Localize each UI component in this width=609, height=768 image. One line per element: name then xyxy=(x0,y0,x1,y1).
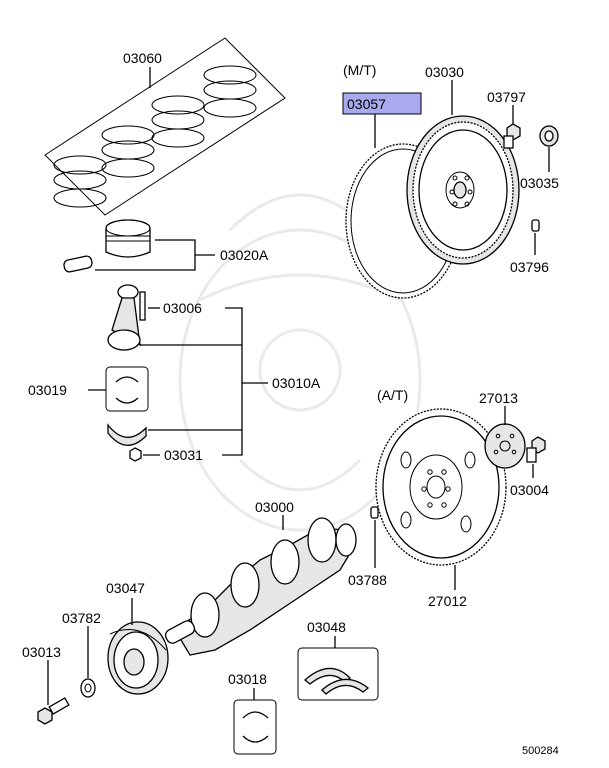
callout-03010a[interactable]: 03010A xyxy=(272,375,321,391)
thrust-washer-box[interactable] xyxy=(297,647,379,701)
pulley-washer[interactable] xyxy=(80,678,96,698)
piston-ring-set[interactable] xyxy=(44,37,286,216)
dowel-pin[interactable] xyxy=(370,506,379,519)
callout-03035[interactable]: 03035 xyxy=(520,175,559,191)
drive-plate[interactable] xyxy=(375,408,507,566)
callout-27013[interactable]: 27013 xyxy=(479,390,518,406)
crankshaft-pulley[interactable] xyxy=(107,621,169,695)
callout-03006[interactable]: 03006 xyxy=(163,300,202,316)
flywheel[interactable] xyxy=(406,115,520,265)
callout-03013[interactable]: 03013 xyxy=(22,644,61,660)
flywheel-dowel-pin[interactable] xyxy=(531,219,540,232)
flywheel-bolt[interactable] xyxy=(503,123,521,149)
connecting-rod[interactable] xyxy=(107,284,146,351)
callout-03782[interactable]: 03782 xyxy=(62,610,101,626)
callout-03000[interactable]: 03000 xyxy=(255,499,294,515)
callout-03019[interactable]: 03019 xyxy=(28,382,67,398)
callout-03030[interactable]: 03030 xyxy=(425,64,464,80)
connecting-rod-cap[interactable] xyxy=(107,423,147,446)
main-bearing-box[interactable] xyxy=(233,699,277,755)
pulley-bolt[interactable] xyxy=(37,697,70,725)
piston-with-pin[interactable] xyxy=(63,219,151,273)
callout-03048[interactable]: 03048 xyxy=(307,619,346,635)
rod-nut[interactable] xyxy=(129,447,142,462)
callout-03057-highlight[interactable]: 03057 xyxy=(342,92,422,115)
diagram-number: 500284 xyxy=(522,745,559,757)
callout-03796[interactable]: 03796 xyxy=(510,259,549,275)
crankshaft[interactable] xyxy=(163,517,357,656)
callout-03060[interactable]: 03060 xyxy=(123,50,162,66)
callout-03004[interactable]: 03004 xyxy=(510,482,549,498)
callout-03020a[interactable]: 03020A xyxy=(220,247,269,263)
drive-plate-bolt[interactable] xyxy=(526,436,546,463)
callout-03057[interactable]: 03057 xyxy=(347,96,386,112)
callout-03788[interactable]: 03788 xyxy=(348,572,387,588)
adapter-plate[interactable] xyxy=(484,423,526,469)
callout-03018[interactable]: 03018 xyxy=(228,671,267,687)
pilot-bearing[interactable] xyxy=(539,125,559,147)
callout-03797[interactable]: 03797 xyxy=(487,89,526,105)
callout-03047[interactable]: 03047 xyxy=(106,580,145,596)
callout-27012[interactable]: 27012 xyxy=(428,593,467,609)
at-section-label: (A/T) xyxy=(377,387,408,403)
rod-bearing-box[interactable] xyxy=(105,366,149,412)
callout-03031[interactable]: 03031 xyxy=(164,447,203,463)
mt-section-label: (M/T) xyxy=(343,62,376,78)
